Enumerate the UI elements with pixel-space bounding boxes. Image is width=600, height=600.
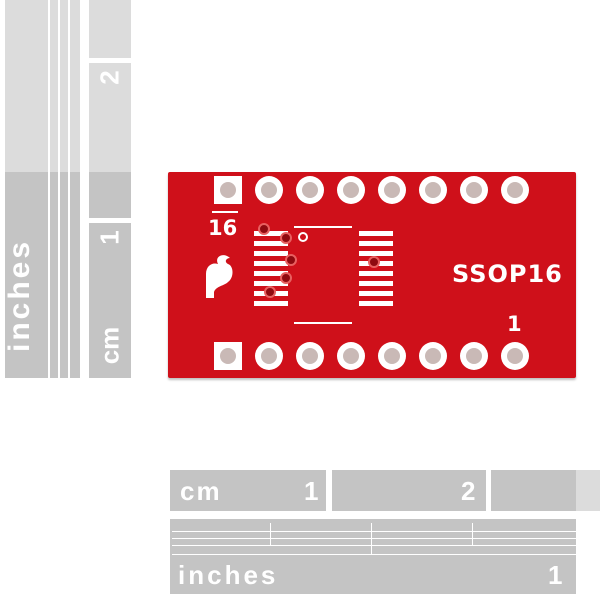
pin-pad [460,176,488,204]
smd-pad [254,231,288,236]
left-cm-mark-1: 1 [94,230,125,245]
left-cm-segment [89,0,131,58]
pin-pad [378,176,406,204]
pin-pad [337,342,365,370]
smd-pad [359,301,393,306]
pin-pad [255,176,283,204]
ruler-line [58,0,60,378]
sparkfun-flame-logo-icon [206,255,233,298]
ruler-tick [371,523,372,555]
pin-pad [378,342,406,370]
ruler-line [172,531,600,532]
via [280,272,292,284]
ruler-line [68,0,70,378]
pin-pad [460,342,488,370]
pin-pad [501,342,529,370]
smd-pad [254,261,288,266]
bottom-cm-segment [332,470,486,511]
ruler-line [172,538,600,539]
via [368,256,380,268]
pin-16-label: 16 [208,216,238,240]
ruler-tick [270,523,271,546]
smd-pad [254,281,288,286]
smd-pad [359,271,393,276]
via [258,223,270,235]
left-inch-ruler-dark [5,172,80,378]
bottom-cm-mark-1: 1 [304,476,319,506]
pin-pad [501,176,529,204]
left-cm-mark-2: 2 [94,70,125,85]
ssop16-breakout-board: 16 1 SSOP16 [168,172,576,378]
smd-pad [254,271,288,276]
smd-pad [359,281,393,286]
ic-outline-bottom [294,322,352,324]
via [280,232,292,244]
pin-pad [296,176,324,204]
smd-pad [359,241,393,246]
bottom-cm-segment [491,470,576,511]
smd-pad [359,291,393,296]
via [264,286,276,298]
bottom-cm-label: cm [180,476,222,506]
pin-pad [419,342,447,370]
bottom-inch-mark-1: 1 [548,560,563,590]
left-cm-label: cm [94,326,125,365]
bottom-cm-segment [170,470,326,511]
ruler-line [172,545,600,546]
pin-pad [419,176,447,204]
board-name-label: SSOP16 [452,260,563,288]
smd-pad [359,251,393,256]
silk-line [212,211,238,213]
left-cm-segment [89,172,131,218]
bottom-cm-mark-2: 2 [461,476,476,506]
pin-pad [255,342,283,370]
left-cm-segment [89,63,131,172]
pin-pad [296,342,324,370]
pin-16-pad [214,176,242,204]
ruler-line [48,0,50,378]
pin-1-label: 1 [507,312,522,336]
smd-pad [254,241,288,246]
left-cm-segment [89,223,131,378]
bottom-inches-label: inches [178,560,279,590]
pin-1-pad [214,342,242,370]
ruler-tick [472,523,473,546]
smd-pad [359,231,393,236]
via [285,254,297,266]
ruler-line [172,554,600,555]
left-inches-label: inches [3,238,36,352]
bottom-cm-segment-light [576,470,600,511]
left-inch-ruler-light [5,0,80,172]
ic-outline-top [294,226,352,228]
pin-pad [337,176,365,204]
pin1-indicator-icon [298,232,308,242]
smd-pad [254,251,288,256]
smd-pad [254,301,288,306]
